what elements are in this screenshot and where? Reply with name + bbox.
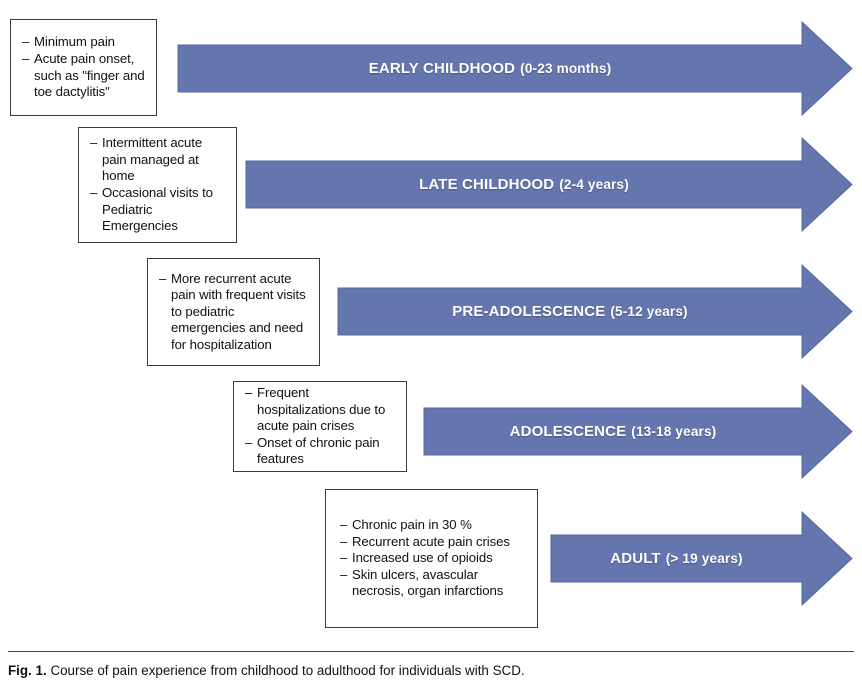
arrow-adult: ADULT (> 19 years) bbox=[550, 510, 853, 607]
bullet-item: –Skin ulcers, avascular necrosis, organ … bbox=[340, 566, 504, 599]
bullet-item: –Acute pain onset, such as "finger and t… bbox=[22, 50, 145, 100]
bullet-item: –Increased use of opioids bbox=[340, 550, 493, 566]
arrow-adolescence: ADOLESCENCE (13-18 years) bbox=[423, 383, 853, 480]
callout-box-early-childhood: –Minimum pain –Acute pain onset, such as… bbox=[10, 19, 157, 116]
bullet-item: –Onset of chronic pain features bbox=[245, 434, 380, 467]
bullet-dash-icon: – bbox=[90, 185, 98, 200]
bullet-item: –Frequent hospitalizations due to acute … bbox=[245, 385, 386, 434]
caption-divider bbox=[8, 651, 854, 652]
callout-box-pre-adolescence: –More recurrent acute pain with frequent… bbox=[147, 258, 320, 366]
timeline-stages: EARLY CHILDHOOD (0-23 months) –Minimum p… bbox=[10, 19, 853, 628]
bullet-dash-icon: – bbox=[340, 566, 348, 582]
bullet-item: –Occasional visits to Pediatric Emergenc… bbox=[90, 185, 213, 234]
bullet-item: –Intermittent acute pain managed at home bbox=[90, 135, 203, 184]
callout-box-adolescence: –Frequent hospitalizations due to acute … bbox=[233, 381, 407, 472]
arrow-late-childhood: LATE CHILDHOOD (2-4 years) bbox=[245, 136, 853, 233]
bullet-dash-icon: – bbox=[245, 385, 253, 401]
bullet-dash-icon: – bbox=[22, 34, 30, 50]
figure-caption: Fig. 1. Course of pain experience from c… bbox=[8, 662, 854, 680]
bullet-item: –Minimum pain bbox=[22, 34, 115, 50]
arrow-pre-adolescence: PRE-ADOLESCENCE (5-12 years) bbox=[337, 263, 853, 360]
arrow-shape-icon bbox=[177, 20, 853, 117]
callout-box-adult: –Chronic pain in 30 % –Recurrent acute p… bbox=[325, 489, 538, 628]
bullet-item: –Recurrent acute pain crises bbox=[340, 533, 510, 549]
bullet-dash-icon: – bbox=[159, 270, 167, 286]
bullet-item: –Chronic pain in 30 % bbox=[340, 517, 472, 533]
arrow-shape-icon bbox=[550, 510, 853, 607]
callout-box-late-childhood: –Intermittent acute pain managed at home… bbox=[78, 127, 237, 243]
bullet-item: –More recurrent acute pain with frequent… bbox=[159, 270, 306, 352]
bullet-dash-icon: – bbox=[245, 434, 253, 450]
bullet-dash-icon: – bbox=[340, 550, 348, 566]
arrow-shape-icon bbox=[423, 383, 853, 480]
bullet-dash-icon: – bbox=[340, 517, 348, 533]
bullet-dash-icon: – bbox=[340, 533, 348, 549]
arrow-shape-icon bbox=[245, 136, 853, 233]
caption-label: Fig. 1. bbox=[8, 663, 47, 678]
bullet-dash-icon: – bbox=[22, 50, 30, 66]
arrow-early-childhood: EARLY CHILDHOOD (0-23 months) bbox=[177, 20, 853, 117]
caption-text: Course of pain experience from childhood… bbox=[50, 663, 525, 678]
arrow-shape-icon bbox=[337, 263, 853, 360]
bullet-dash-icon: – bbox=[90, 135, 98, 151]
